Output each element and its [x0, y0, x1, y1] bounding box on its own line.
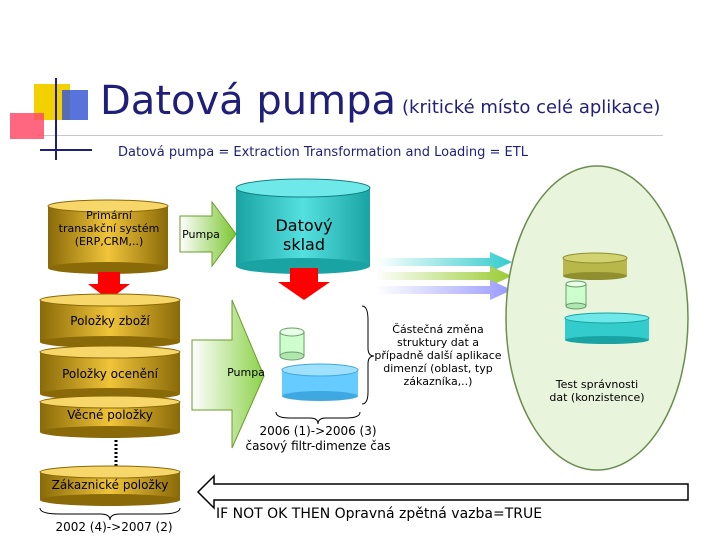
- layer-pricing: [39, 345, 181, 400]
- source-system-cylinder: [47, 199, 169, 274]
- red-arrow-source: [88, 272, 130, 300]
- pump-arrow-top: [179, 200, 237, 268]
- feedback-arrow: [196, 474, 689, 510]
- red-arrow-warehouse: [278, 268, 330, 300]
- title-divider: [38, 135, 663, 136]
- oval-cylinder-mint: [565, 280, 587, 310]
- year-brace: [39, 507, 181, 521]
- time-filter-note: 2006 (1)->2006 (3)časový filtr-dimenze č…: [245, 424, 391, 453]
- flow-band-2: [376, 266, 512, 286]
- page-subtitle: Datová pumpa = Extraction Transformation…: [118, 145, 528, 160]
- time-filter-brace: [275, 411, 361, 425]
- flow-band-1: [376, 252, 512, 272]
- year-shift-label: 2002 (4)->2007 (2): [55, 520, 173, 534]
- layer-goods-label: Položky zboží: [70, 314, 150, 328]
- warehouse-cylinder: [235, 178, 371, 274]
- layer-subject-label: Věcné položky: [67, 408, 153, 422]
- oval-cylinder-teal: [564, 312, 650, 344]
- pump-top-label: Pumpa: [182, 228, 220, 241]
- page-title: Datová pumpa: [100, 78, 396, 124]
- pump-bottom-label: Pumpa: [227, 366, 265, 379]
- small-mint-cylinder: [279, 327, 305, 361]
- layer-pricing-label: Položky ocenění: [62, 367, 158, 381]
- page-title-note: (kritické místo celé aplikace): [402, 97, 661, 118]
- feedback-rule: IF NOT OK THEN Opravná zpětná vazba=TRUE: [216, 506, 543, 522]
- flow-band-3: [376, 280, 512, 300]
- logo-mark: [10, 78, 92, 160]
- change-brace: [361, 305, 375, 405]
- blue-cylinder: [281, 363, 359, 401]
- layer-subject: [39, 395, 181, 438]
- layer-goods: [39, 293, 181, 348]
- pump-arrow-bottom: [191, 299, 265, 449]
- layer-customer: [39, 465, 181, 506]
- layer-customer-label: Zákaznické položky: [51, 478, 169, 492]
- oval-cylinder-olive: [562, 252, 628, 280]
